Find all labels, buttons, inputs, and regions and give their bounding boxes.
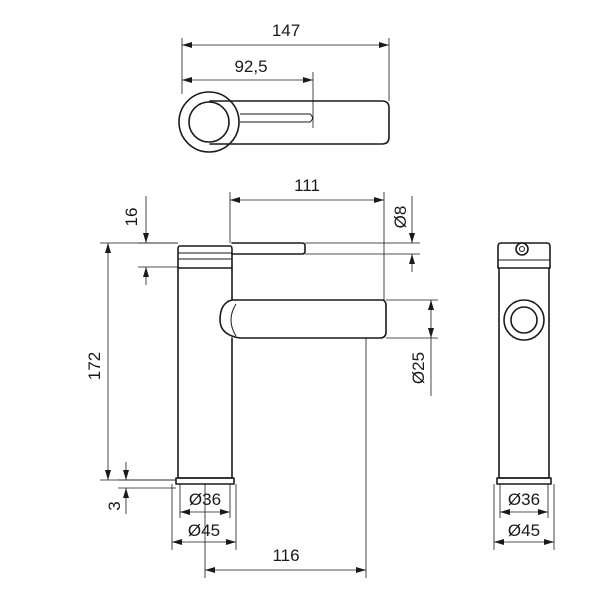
front-view-base [175, 477, 235, 485]
front-view-body [177, 267, 233, 479]
top-view [178, 91, 390, 153]
dimension-base-side-inner-label: Ø36 [508, 490, 540, 509]
dimension-116-label: 116 [272, 546, 299, 565]
dimension-base-front-outer-label: Ø45 [188, 521, 220, 540]
dimension-147-label: 147 [272, 21, 300, 40]
top-view-outer-ring [178, 91, 240, 153]
dimension-base-front: Ø36 Ø45 [171, 484, 237, 550]
front-view-head [177, 245, 233, 269]
side-view-spout-inner [510, 306, 538, 334]
front-view-lever [231, 242, 306, 255]
dimension-3-label: 3 [105, 501, 124, 510]
dimension-111-label: 111 [294, 176, 320, 195]
dimension-172-label: 172 [85, 352, 104, 380]
dimension-diameter-8: Ø8 [305, 196, 420, 272]
dimension-diameter-25-label: Ø25 [409, 352, 428, 384]
dimension-92-5: 92,5 [182, 57, 314, 128]
dimension-172: 172 [85, 242, 178, 481]
dimension-111: 111 [229, 176, 385, 300]
front-view-spout [219, 299, 387, 339]
dimension-diameter-25: Ø25 [386, 299, 438, 396]
dimension-16-label: 16 [122, 208, 141, 227]
side-view-head [497, 242, 551, 269]
dimension-base-side: Ø36 Ø45 [493, 484, 555, 550]
dimension-147: 147 [181, 21, 390, 101]
dimension-3: 3 [105, 462, 176, 514]
side-view-base [496, 477, 552, 485]
top-view-lever-slot [240, 113, 313, 123]
dimension-92-5-label: 92,5 [234, 57, 267, 76]
side-view [496, 242, 552, 485]
top-view-spout-body [209, 100, 390, 145]
side-view-spout-outer [503, 299, 545, 341]
front-view [175, 242, 387, 485]
dimension-16: 16 [122, 196, 178, 285]
dimension-116: 116 [204, 338, 367, 578]
top-view-inner-ring [188, 101, 230, 143]
dimension-base-side-outer-label: Ø45 [508, 521, 540, 540]
side-view-lever-end [515, 242, 529, 256]
dimension-diameter-8-label: Ø8 [391, 206, 410, 229]
